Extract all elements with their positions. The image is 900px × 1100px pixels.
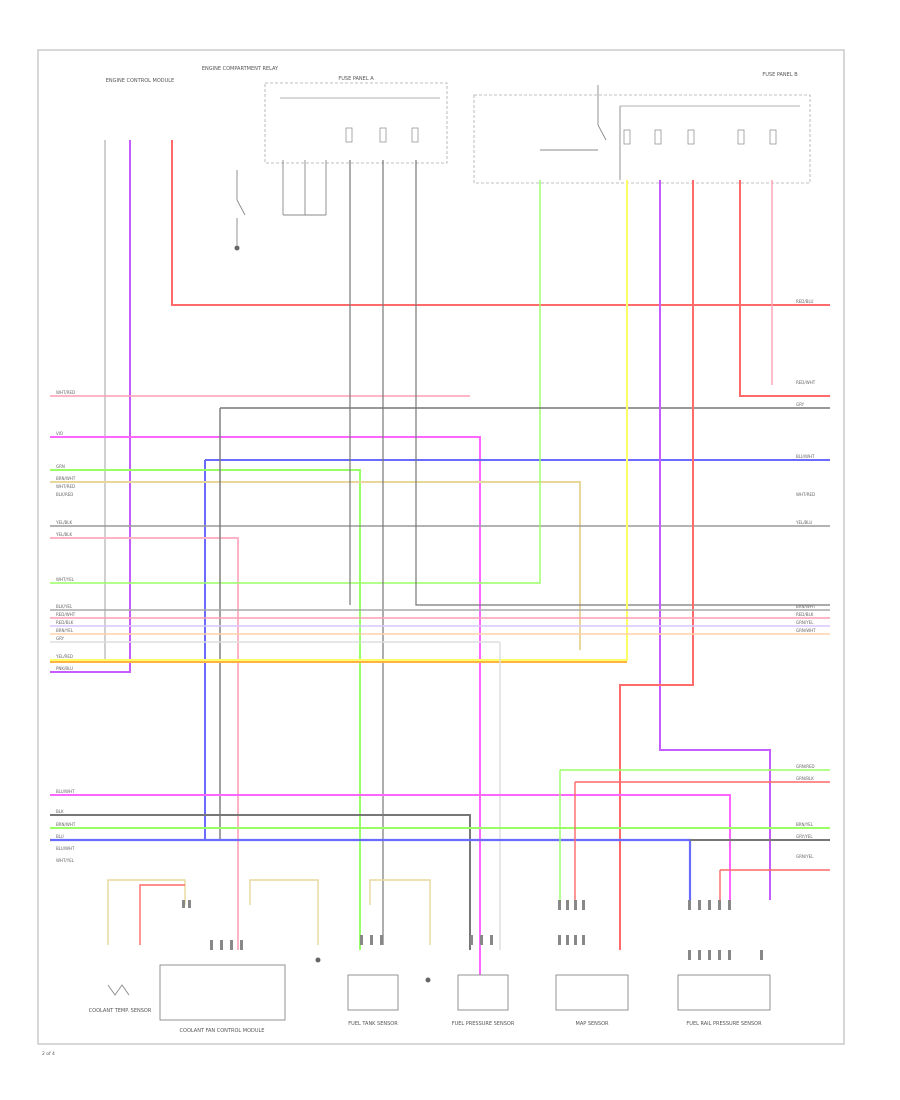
svg-text:RED/WHT: RED/WHT bbox=[796, 380, 816, 385]
connector-pins bbox=[182, 900, 763, 960]
label-fuel-tank-sensor: FUEL TANK SENSOR bbox=[348, 1021, 398, 1027]
svg-text:BLU/WHT: BLU/WHT bbox=[56, 789, 75, 794]
svg-text:GRN: GRN bbox=[56, 464, 65, 469]
coolant-temp-symbol bbox=[107, 984, 130, 996]
ground-symbols bbox=[234, 245, 431, 983]
label-fuel-rail: FUEL RAIL PRESSURE SENSOR bbox=[686, 1021, 762, 1027]
wire-red-left bbox=[171, 140, 830, 306]
wire-violet-ecm bbox=[659, 180, 771, 900]
svg-text:GRY/YEL: GRY/YEL bbox=[796, 834, 813, 839]
svg-text:GRN/WHT: GRN/WHT bbox=[796, 628, 816, 633]
fuel-tank-sensor bbox=[347, 974, 399, 1011]
svg-text:WHT/YEL: WHT/YEL bbox=[56, 858, 75, 863]
wire-gray-left bbox=[50, 140, 106, 661]
svg-text:YEL/BLU: YEL/BLU bbox=[795, 520, 812, 525]
wire-yellow-mid bbox=[50, 180, 541, 584]
bottom-loops bbox=[107, 879, 431, 945]
svg-text:BLK/RED: BLK/RED bbox=[56, 492, 73, 497]
wire-green-top bbox=[50, 469, 361, 950]
svg-text:YEL/BLK: YEL/BLK bbox=[55, 532, 73, 537]
svg-text:YEL/BLK: YEL/BLK bbox=[55, 520, 73, 525]
wire-black-fuse3 bbox=[415, 160, 830, 606]
label-coolant-fan: COOLANT FAN CONTROL MODULE bbox=[180, 1028, 265, 1034]
svg-text:RED/BLK: RED/BLK bbox=[796, 612, 814, 617]
svg-text:VIO: VIO bbox=[56, 431, 63, 436]
horizontal-wires bbox=[50, 609, 830, 950]
label-ecm: ENGINE CONTROL MODULE bbox=[106, 78, 174, 84]
svg-text:BLU: BLU bbox=[56, 834, 64, 839]
left-wire-labels: WHT/RED VIO GRN BRN/WHT WHT/RED BLK/RED … bbox=[55, 390, 76, 863]
svg-text:GRY: GRY bbox=[796, 402, 805, 407]
svg-text:RED/BLU: RED/BLU bbox=[796, 299, 814, 304]
svg-text:YEL/RED: YEL/RED bbox=[55, 654, 73, 659]
fuse-panel-b-box bbox=[473, 94, 811, 184]
svg-text:RED/WHT: RED/WHT bbox=[56, 612, 76, 617]
svg-text:BRN/YEL: BRN/YEL bbox=[56, 628, 74, 633]
bottom-components bbox=[107, 964, 771, 1021]
svg-text:PNK/BLU: PNK/BLU bbox=[56, 666, 73, 671]
svg-text:BLK/YEL: BLK/YEL bbox=[56, 604, 73, 609]
wire-violet-left bbox=[50, 140, 131, 673]
svg-text:GRN/BLK: GRN/BLK bbox=[796, 776, 814, 781]
relay-switch bbox=[236, 160, 327, 245]
svg-text:BLU/WHT: BLU/WHT bbox=[796, 454, 815, 459]
svg-text:WHT/YEL: WHT/YEL bbox=[56, 577, 75, 582]
diagram-frame bbox=[37, 49, 845, 1045]
label-fuse-panel-b: FUSE PANEL B bbox=[762, 72, 798, 78]
wire-red-right bbox=[739, 180, 830, 397]
wire-pink-mid bbox=[50, 537, 239, 950]
svg-text:WHT/RED: WHT/RED bbox=[56, 484, 75, 489]
fuse-panel-a-box bbox=[264, 82, 448, 164]
svg-text:BRN/WHT: BRN/WHT bbox=[56, 476, 76, 481]
fuel-pressure-sensor bbox=[457, 974, 509, 1011]
ground-g2 bbox=[425, 977, 431, 983]
svg-text:GRN/RED: GRN/RED bbox=[796, 764, 815, 769]
label-map-sensor: MAP SENSOR bbox=[576, 1021, 610, 1027]
svg-text:BLK: BLK bbox=[56, 809, 64, 814]
fuel-rail-sensor bbox=[677, 974, 771, 1011]
svg-text:BRN/WHT: BRN/WHT bbox=[796, 604, 816, 609]
ground-g3 bbox=[234, 245, 240, 251]
map-sensor bbox=[555, 974, 629, 1011]
ignition-switch bbox=[540, 85, 621, 180]
svg-text:BLU/WHT: BLU/WHT bbox=[56, 846, 75, 851]
page-marker: 2 of 4 bbox=[42, 1051, 55, 1057]
svg-text:GRY: GRY bbox=[56, 636, 65, 641]
label-coolant-temp: COOLANT TEMP. SENSOR bbox=[89, 1008, 152, 1014]
label-fuel-pressure: FUEL PRESSURE SENSOR bbox=[452, 1021, 515, 1027]
svg-text:GRN/YEL: GRN/YEL bbox=[796, 854, 814, 859]
right-wire-labels: RED/BLU RED/WHT GRY BLU/WHT WHT/RED YEL/… bbox=[795, 299, 816, 859]
vertical-wires bbox=[50, 140, 830, 975]
ground-g1 bbox=[315, 957, 321, 963]
label-fuse-panel-a: FUSE PANEL A bbox=[338, 76, 374, 82]
svg-text:WHT/RED: WHT/RED bbox=[796, 492, 815, 497]
wire-tan-top bbox=[50, 481, 581, 650]
svg-text:BRN/WHT: BRN/WHT bbox=[56, 822, 76, 827]
svg-text:RED/BLK: RED/BLK bbox=[56, 620, 74, 625]
fuse-group bbox=[345, 127, 777, 145]
svg-text:GRN/YEL: GRN/YEL bbox=[796, 620, 814, 625]
coolant-fan-module bbox=[159, 964, 286, 1021]
wire-yellow-ecm bbox=[50, 180, 628, 661]
label-relay: ENGINE COMPARTMENT RELAY bbox=[202, 66, 279, 72]
wire-red-ecm bbox=[619, 180, 694, 950]
svg-text:WHT/RED: WHT/RED bbox=[56, 390, 75, 395]
svg-text:BRN/YEL: BRN/YEL bbox=[796, 822, 814, 827]
